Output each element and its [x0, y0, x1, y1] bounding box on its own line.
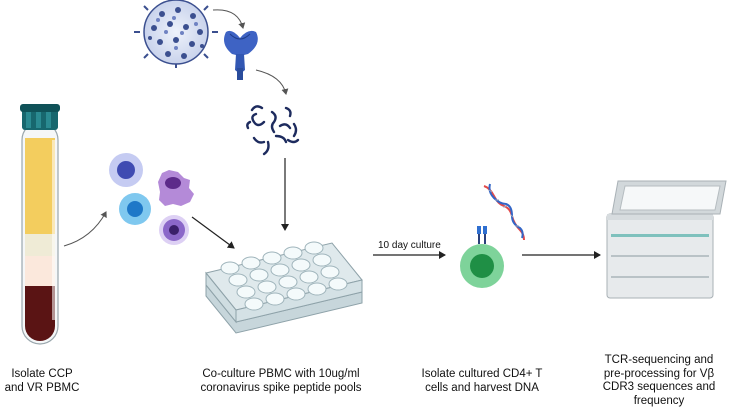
cd4-t-cell-icon [460, 226, 504, 288]
culture-plate-icon [205, 241, 363, 334]
pbmc-cells-icon [109, 153, 194, 245]
red-cell-layer [25, 286, 55, 341]
sequencer-machine-icon [606, 180, 727, 299]
arrow-cells-to-plate [191, 216, 235, 249]
step-4-caption: TCR-sequencing and pre-processing for Vβ… [602, 354, 716, 407]
peptide-pools-icon [246, 105, 300, 156]
arrow-virus-to-spike [212, 9, 246, 29]
spike-protein-icon [224, 30, 258, 80]
dna-helix-icon [483, 183, 525, 241]
coronavirus-icon [134, 0, 218, 68]
step-3-caption: Isolate cultured CD4+ T cells and harves… [421, 368, 543, 394]
blood-tube-icon [20, 104, 60, 345]
step-1-caption: Isolate CCP and VR PBMC [4, 368, 80, 394]
buffy-coat-layer [25, 234, 55, 256]
arrow-spike-to-peptides [255, 69, 289, 95]
plasma-layer [25, 138, 55, 186]
arrow-tube-to-cells [63, 211, 107, 247]
culture-duration-label: 10 day culture [378, 240, 441, 251]
step-2-caption: Co-culture PBMC with 10ug/ml coronavirus… [200, 368, 362, 394]
